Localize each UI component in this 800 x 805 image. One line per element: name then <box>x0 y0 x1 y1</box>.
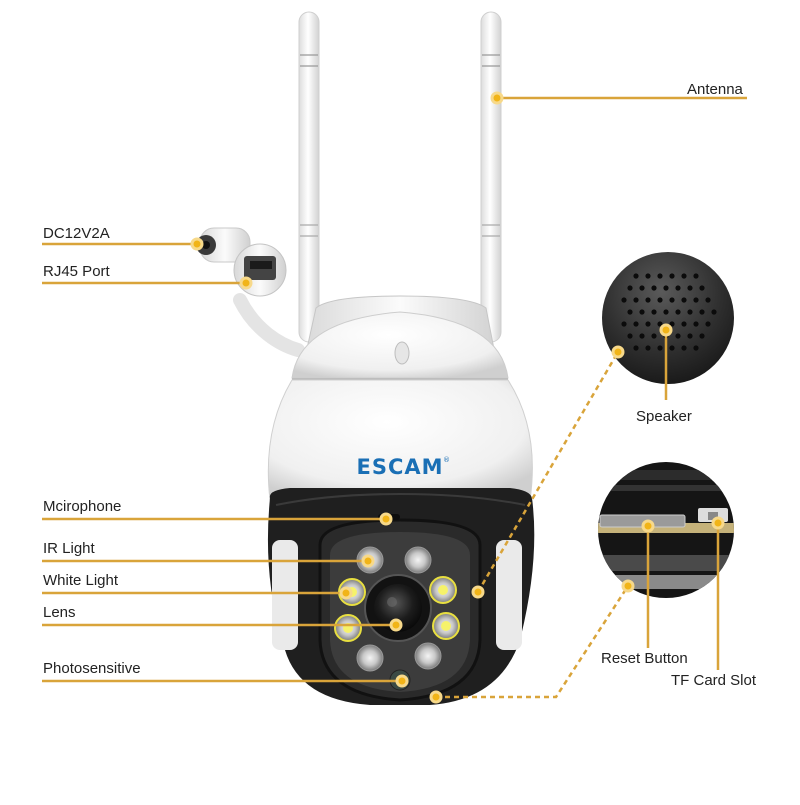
speaker-grille-hole <box>681 297 687 303</box>
speaker-grille-hole <box>621 297 627 303</box>
speaker-grille-hole <box>627 285 633 291</box>
label-rj45-port: RJ45 Port <box>43 263 110 280</box>
speaker-grille-hole <box>693 345 699 351</box>
speaker-grille-hole <box>657 321 663 327</box>
speaker-grille-hole <box>705 321 711 327</box>
speaker-grille-hole <box>639 309 645 315</box>
cable-connectors <box>196 227 305 357</box>
antenna-right <box>480 11 502 343</box>
speaker-grille-hole <box>699 309 705 315</box>
speaker-body-dot <box>471 585 485 599</box>
brand-logo: ESCAM <box>356 455 443 479</box>
reset-dot <box>641 519 655 533</box>
antenna-dot <box>490 91 504 105</box>
speaker-grille-hole <box>639 285 645 291</box>
speaker-grille-hole <box>681 321 687 327</box>
speaker-grille-hole <box>693 273 699 279</box>
speaker-grille-hole <box>645 273 651 279</box>
speaker-grille-hole <box>627 309 633 315</box>
ir-led <box>414 642 442 670</box>
brand-registered-mark: ® <box>443 456 450 464</box>
speaker-grille-hole <box>651 333 657 339</box>
speaker-grille-hole <box>633 321 639 327</box>
speaker-grille-hole <box>699 333 705 339</box>
label-dc-power: DC12V2A <box>43 225 110 242</box>
reset-tf-detail <box>598 462 734 598</box>
speaker-grille-hole <box>675 285 681 291</box>
board-body-dot <box>429 690 443 704</box>
speaker-grille-hole <box>675 333 681 339</box>
microphone-dot <box>379 512 393 526</box>
speaker-grille-hole <box>657 297 663 303</box>
speaker-grille-hole <box>687 333 693 339</box>
dc-dot <box>190 237 204 251</box>
speaker-grille-hole <box>663 285 669 291</box>
speaker-grille-hole <box>621 321 627 327</box>
callout-dots <box>190 91 725 704</box>
label-lens: Lens <box>43 604 76 621</box>
speaker-grille-hole <box>681 273 687 279</box>
rj45-dot <box>239 276 253 290</box>
speaker-grille-hole <box>645 345 651 351</box>
label-tf-card-slot: TF Card Slot <box>671 672 757 689</box>
white-light-dot <box>339 586 353 600</box>
lens-dot <box>389 618 403 632</box>
speaker-grille-hole <box>669 345 675 351</box>
label-photosensitive: Photosensitive <box>43 660 141 677</box>
speaker-ring-dot <box>611 345 625 359</box>
speaker-grille-hole <box>639 333 645 339</box>
speaker-dot <box>659 323 673 337</box>
speaker-grille-hole <box>687 285 693 291</box>
speaker-grille-hole <box>651 285 657 291</box>
speaker-grille-hole <box>669 273 675 279</box>
speaker-grille-hole <box>633 273 639 279</box>
callout-lines <box>42 96 747 699</box>
photosensitive-dot <box>395 674 409 688</box>
speaker-grille-hole <box>711 309 717 315</box>
speaker-grille-hole <box>651 309 657 315</box>
label-white-light: White Light <box>43 572 119 589</box>
ir-light-dot <box>361 554 375 568</box>
speaker-grille-hole <box>645 321 651 327</box>
speaker-grille-hole <box>657 273 663 279</box>
speaker-grille-hole <box>669 297 675 303</box>
label-microphone: Mcirophone <box>43 498 122 515</box>
board-ring-dot <box>621 579 635 593</box>
speaker-grille-hole <box>663 309 669 315</box>
speaker-grille-hole <box>693 321 699 327</box>
speaker-grille-hole <box>645 297 651 303</box>
speaker-grille-hole <box>633 345 639 351</box>
speaker-grille-hole <box>681 345 687 351</box>
speaker-grille-hole <box>675 309 681 315</box>
label-reset-button: Reset Button <box>601 650 688 667</box>
speaker-grille-hole <box>627 333 633 339</box>
speaker-grille-hole <box>669 321 675 327</box>
speaker-grille-hole <box>693 297 699 303</box>
speaker-grille-hole <box>705 297 711 303</box>
tf-dot <box>711 516 725 530</box>
speaker-grille-hole <box>657 345 663 351</box>
speaker-detail <box>602 252 734 384</box>
antenna-left <box>298 11 320 343</box>
ir-led <box>404 546 432 574</box>
speaker-grille-hole <box>687 309 693 315</box>
speaker-grille-hole <box>633 297 639 303</box>
label-speaker: Speaker <box>636 408 692 425</box>
label-antenna: Antenna <box>687 81 743 98</box>
label-ir-light: IR Light <box>43 540 95 557</box>
ir-led <box>356 644 384 672</box>
speaker-grille-hole <box>699 285 705 291</box>
camera-body <box>267 379 533 501</box>
